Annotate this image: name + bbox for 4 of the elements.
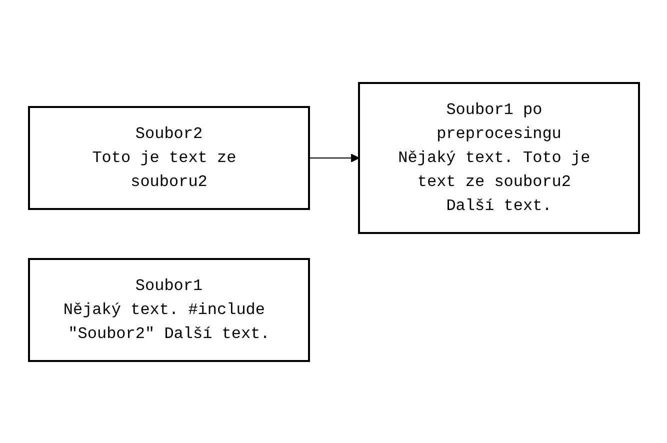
node-box: Soubor1 po preprocesingu Nějaký text. Toto je text ze souboru2 Další text. bbox=[358, 82, 640, 234]
arrow bbox=[308, 153, 359, 162]
node-box: Soubor2 Toto je text ze souboru2 bbox=[28, 106, 310, 210]
node-box: Soubor1 Nějaký text. #include "Soubor2" Další text. bbox=[28, 258, 310, 362]
